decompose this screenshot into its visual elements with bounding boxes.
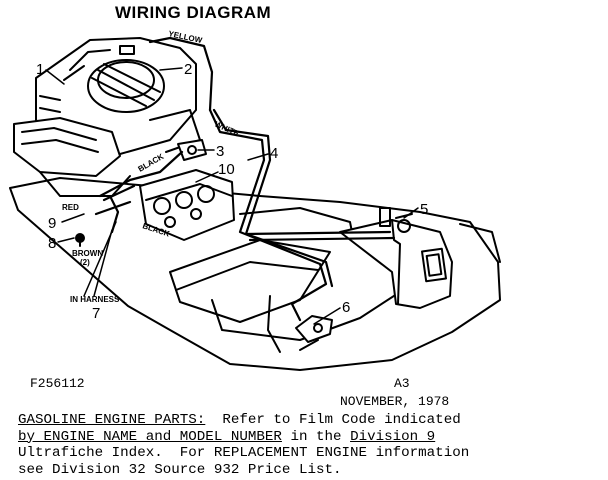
note-line3: Ultrafiche Index. For REPLACEMENT ENGINE…	[18, 445, 470, 461]
diagram-title: WIRING DIAGRAM	[115, 3, 272, 22]
terminal-bracket	[177, 139, 207, 161]
note-line1-rest: Refer to Film Code indicated	[205, 412, 461, 428]
callout-6: 6	[342, 299, 350, 316]
callout-3: 3	[216, 143, 224, 160]
engine	[13, 37, 201, 197]
page-reference: A3	[394, 376, 410, 391]
wiring-illustration: YELLOW WHITE BLACK BLACK RED BROWN (2) I…	[9, 29, 501, 371]
wire-label-white: WHITE	[213, 120, 241, 139]
callout-8: 8	[48, 235, 56, 252]
callout-9: 9	[48, 215, 56, 232]
figure-code: F256112	[30, 376, 85, 391]
note-division: Division 9	[350, 428, 436, 445]
wire-label-brown: BROWN	[72, 249, 103, 258]
callout-leaders	[45, 67, 419, 325]
module-assembly	[139, 169, 235, 241]
wire-label-brown-count: (2)	[80, 258, 90, 267]
note-heading: GASOLINE ENGINE PARTS:	[18, 412, 206, 428]
parts-note: GASOLINE ENGINE PARTS: Refer to Film Cod…	[18, 412, 608, 478]
note-line2-mid: in the	[281, 428, 351, 445]
callout-4: 4	[270, 145, 278, 162]
deck-shroud	[339, 219, 453, 309]
wire-label-in-harness: IN HARNESS	[70, 295, 120, 304]
note-line4: see Division 32 Source 932 Price List.	[18, 461, 342, 478]
callout-5: 5	[420, 201, 428, 218]
diagram-date: NOVEMBER, 1978	[340, 394, 450, 409]
callout-2: 2	[184, 61, 192, 78]
note-engine-name: by ENGINE NAME and MODEL NUMBER	[18, 428, 282, 445]
wiring-harness	[94, 36, 396, 322]
lever-6	[267, 295, 333, 353]
callout-7: 7	[92, 305, 100, 322]
callout-1: 1	[36, 61, 44, 78]
wire-label-red: RED	[62, 203, 79, 212]
ground-screw-8	[75, 233, 85, 247]
callout-10: 10	[218, 161, 235, 178]
